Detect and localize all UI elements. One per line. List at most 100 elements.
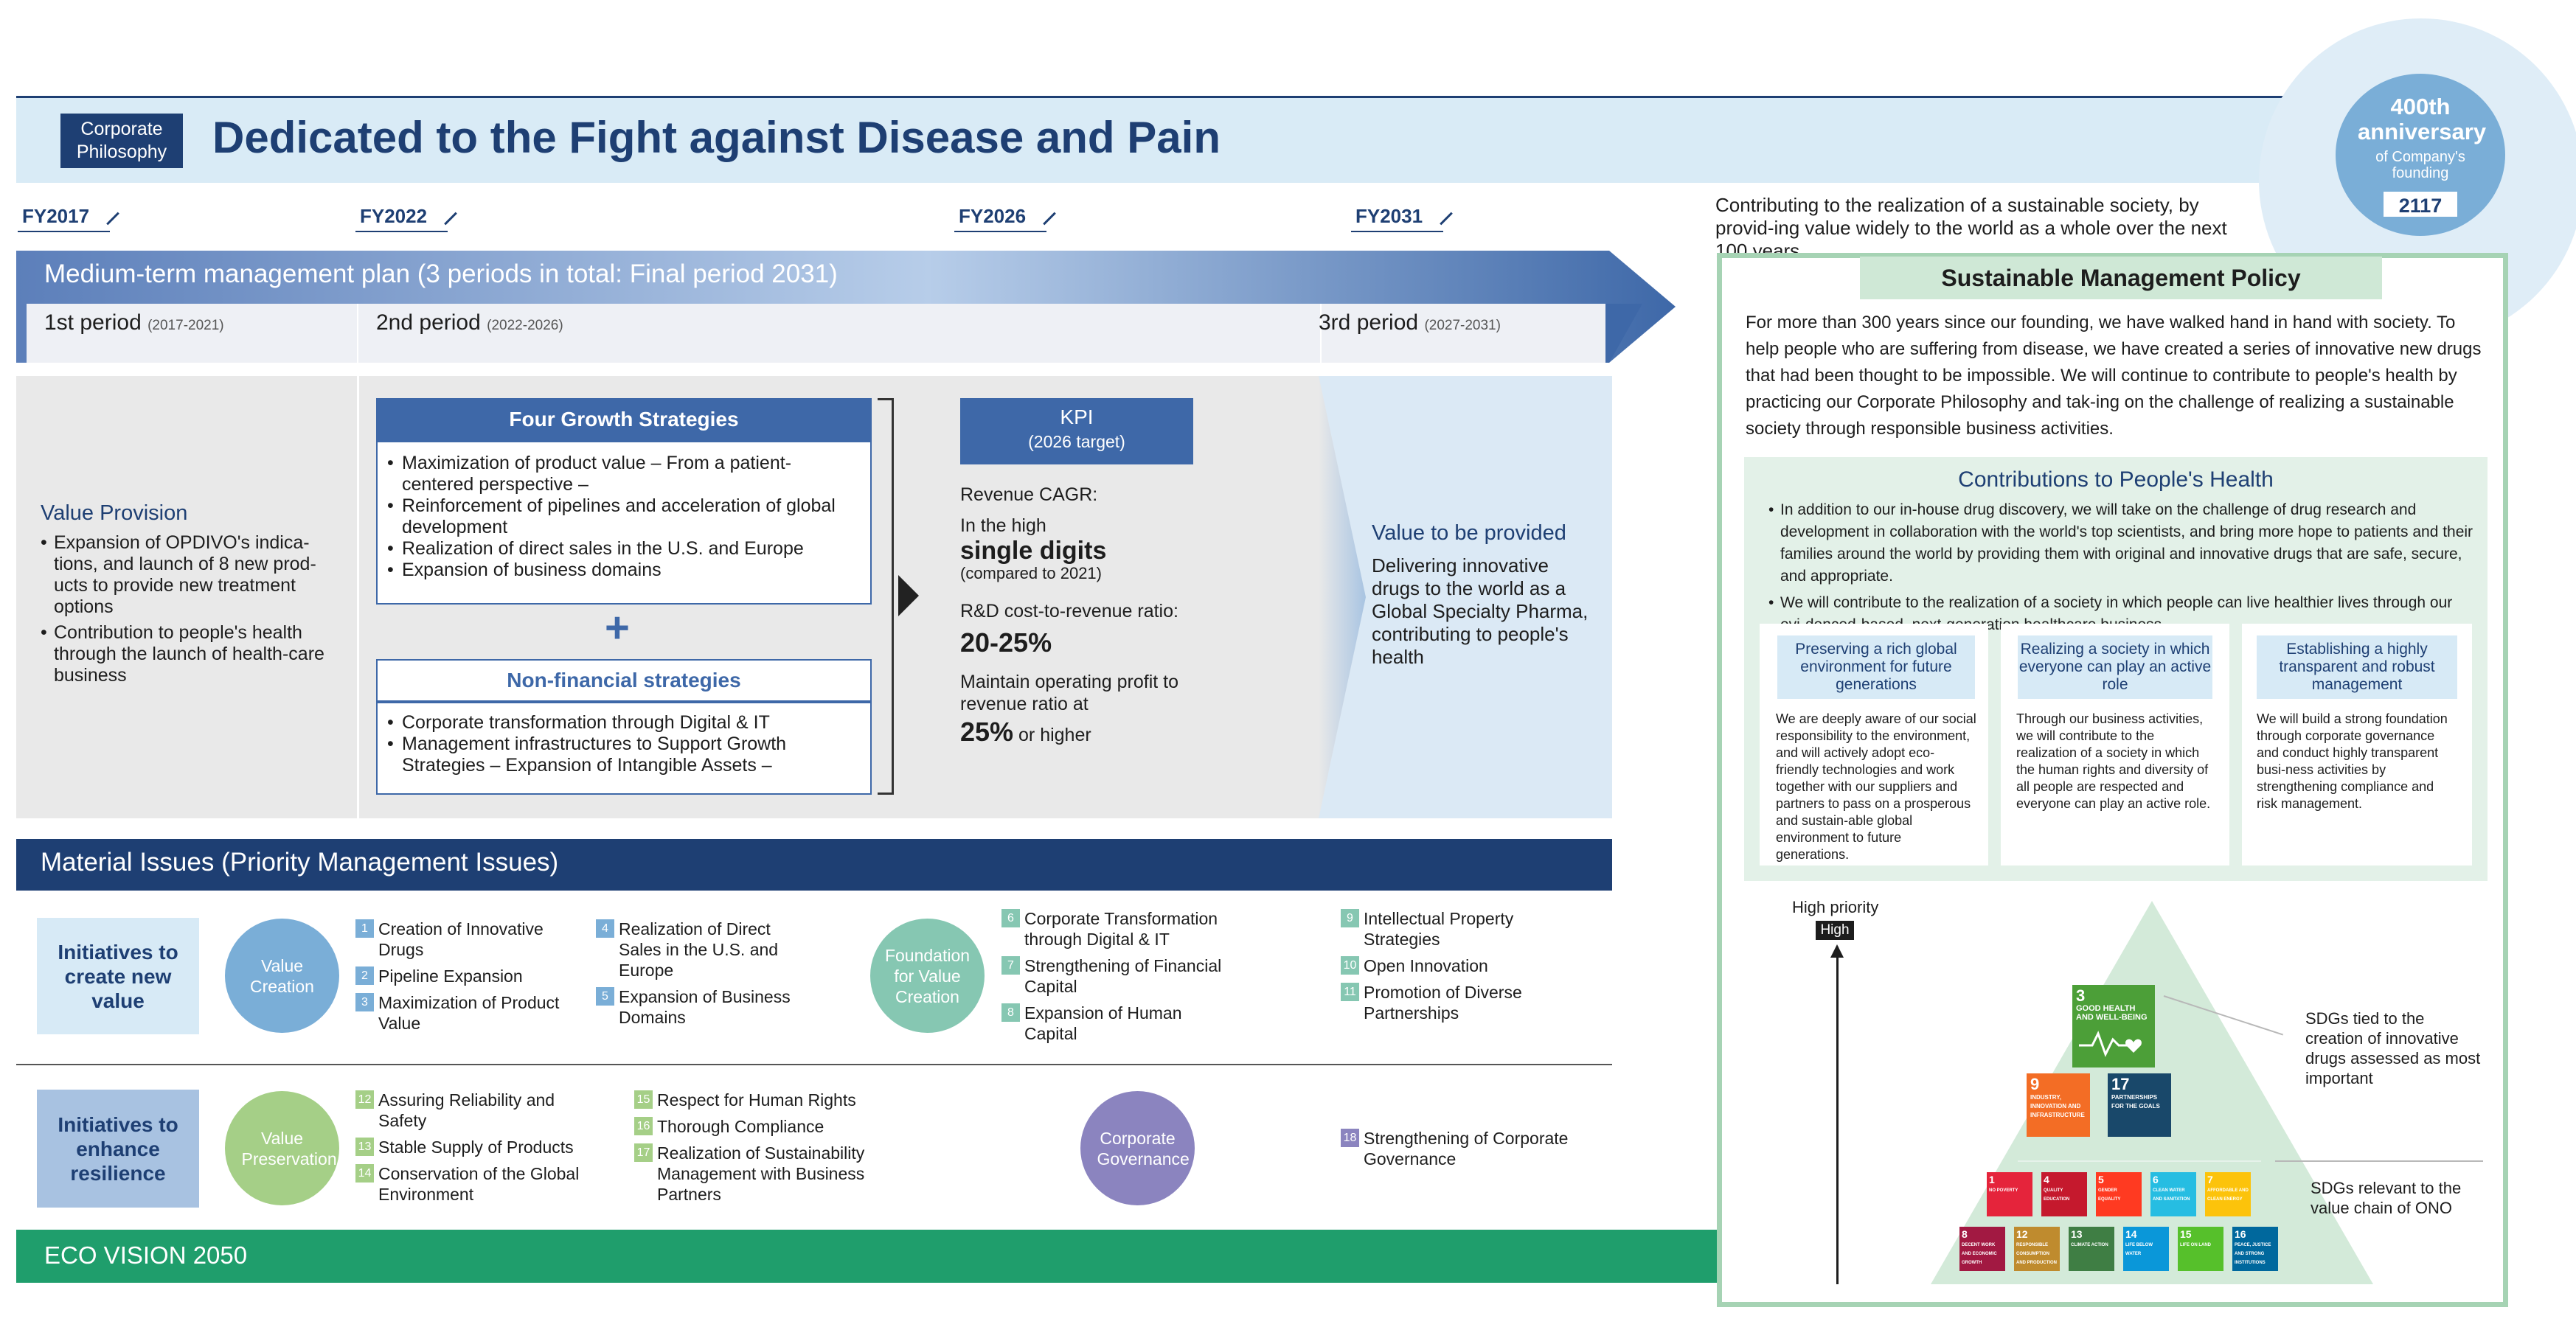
sdg-number: 16: [2235, 1228, 2246, 1240]
fy-label-2031: FY2031: [1355, 205, 1423, 227]
list-item: •Expansion of OPDIVO's indica-tions, and…: [41, 532, 332, 618]
sdg-label: AFFORDABLE AND CLEAN ENERGY: [2207, 1188, 2249, 1202]
third-period-arrow-shape: [1314, 376, 1366, 818]
bracket-arrow-icon: [898, 575, 919, 616]
sdg-number: 6: [2153, 1174, 2159, 1185]
issue-text: Expansion of Business Domains: [619, 987, 791, 1027]
issue-number: 16: [634, 1117, 653, 1135]
corporate-philosophy-badge: Corporate Philosophy: [60, 114, 183, 168]
issue-number: 14: [355, 1164, 374, 1183]
sdg-number: 8: [1962, 1228, 1968, 1240]
issue-number: 7: [1001, 956, 1020, 975]
initiative-label: Initiatives to enhance resilience: [58, 1112, 178, 1185]
period-years: (2022-2026): [487, 318, 563, 333]
issue-number: 3: [355, 993, 374, 1011]
anniversary-label: 400th anniversary: [2358, 94, 2487, 144]
circle-label: Foundation for Value Creation: [884, 945, 971, 1006]
fy-underline: [18, 231, 110, 232]
issue-number: 6: [1001, 909, 1020, 927]
kpi-subtitle: (2026 target): [1028, 432, 1125, 451]
list-item: •Reinforcement of pipelines and accelera…: [387, 495, 863, 538]
fy-label-2017: FY2017: [22, 205, 90, 227]
period-name: 1st period: [44, 310, 142, 335]
third-period-panel: [1319, 376, 1612, 818]
contributions-title: Contributions to People's Health: [1958, 467, 2274, 492]
issue-number: 9: [1341, 909, 1359, 927]
issue-text: Open Innovation: [1364, 956, 1488, 975]
material-issues-band: [16, 839, 1612, 891]
priority-label: High priority: [1792, 898, 1879, 916]
period-years: (2017-2021): [147, 318, 224, 333]
kpi-revenue-value: single digits: [960, 537, 1107, 565]
card-head-text: Establishing a highly transparent and ro…: [2279, 641, 2435, 693]
sdg-label: GOOD HEALTH AND WELL-BEING: [2076, 1004, 2148, 1022]
issue-number: 8: [1001, 1003, 1020, 1022]
sdg-label: PEACE, JUSTICE AND STRONG INSTITUTIONS: [2235, 1243, 2271, 1265]
growth-strategies-list: •Maximization of product value – From a …: [387, 453, 863, 581]
issue-text: Intellectual Property Strategies: [1364, 909, 1514, 949]
period-2: 2nd period (2022-2026): [376, 310, 563, 335]
heartbeat-icon: [2079, 1031, 2142, 1057]
issue-text: Creation of Innovative Drugs: [378, 919, 544, 959]
sdg-number: 13: [2071, 1228, 2083, 1240]
sdg-number: 17: [2111, 1075, 2130, 1093]
issue-text: Strengthening of Corporate Governance: [1364, 1129, 1569, 1168]
sdg-label: CLEAN WATER AND SANITATION: [2153, 1188, 2190, 1202]
fy-underline: [954, 231, 1046, 232]
sdg-number: 9: [2030, 1075, 2040, 1093]
fy-slash: [1440, 212, 1453, 226]
anniversary-year: 2117: [2382, 190, 2459, 218]
sdg-label: DECENT WORK AND ECONOMIC GROWTH: [1962, 1243, 1997, 1265]
fy-label-2022: FY2022: [360, 205, 428, 227]
sustainable-management-text: For more than 300 years since our foundi…: [1746, 313, 2482, 439]
list-item: •Contribution to people's health through…: [41, 622, 332, 686]
kpi-op-row: 25% or higher: [960, 719, 1240, 746]
list-item: •Management infrastructures to Support G…: [387, 734, 863, 776]
issue-number: 15: [634, 1090, 653, 1109]
issue-text: Pipeline Expansion: [378, 966, 523, 986]
material-issues-title: Material Issues (Priority Management Iss…: [41, 848, 559, 877]
list-item: •Corporate transformation through Digita…: [387, 712, 863, 734]
card-environment-head: Preserving a rich global environment for…: [1777, 635, 1975, 699]
fy-underline: [355, 231, 448, 232]
priority-axis: [1836, 947, 1839, 1284]
value-to-be-provided-text: Delivering innovative drugs to the world…: [1372, 554, 1589, 668]
issue-text: Stable Supply of Products: [378, 1138, 574, 1157]
kpi-rd-label: R&D cost-to-revenue ratio:: [960, 601, 1178, 621]
plan-arrow: [16, 251, 1676, 363]
card-governance-text: We will build a strong foundation throug…: [2257, 711, 2448, 811]
anniversary-sub: of Company's founding: [2375, 149, 2465, 181]
issue-text: Strengthening of Financial Capital: [1024, 956, 1222, 996]
list-item: 9 Intellectual Property Strategies: [1341, 908, 1555, 950]
card-society-head: Realizing a society in which everyone ca…: [2018, 635, 2212, 699]
badge-label: Corporate Philosophy: [76, 119, 167, 162]
governance-circle: Corporate Governance: [1080, 1091, 1195, 1205]
issue-number: 5: [596, 987, 614, 1006]
bullet-text: Contribution to people's health through …: [54, 622, 324, 686]
page-title: Dedicated to the Fight against Disease a…: [212, 113, 1221, 162]
circle-label: Value Creation: [250, 955, 314, 996]
card-society-text: Through our business activities, we will…: [2016, 711, 2211, 811]
kpi-op-label: Maintain operating profit to revenue rat…: [960, 672, 1179, 714]
value-preservation-circle: Value Preservation: [225, 1091, 339, 1205]
sdg-number: 12: [2016, 1228, 2028, 1240]
